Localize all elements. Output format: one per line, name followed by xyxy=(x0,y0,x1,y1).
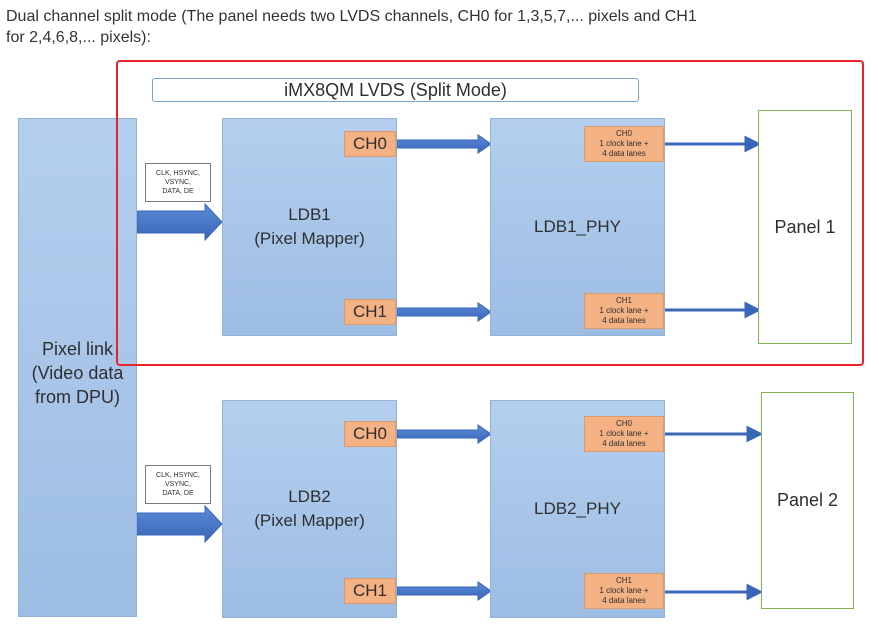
ch0-arrow-ldb1 xyxy=(396,134,492,154)
ldb1-phy-ch0-line2: 4 data lanes xyxy=(602,149,646,158)
input-arrow-ldb1 xyxy=(136,202,223,242)
ldb2-phy-ch1-line1: 1 clock lane + xyxy=(599,586,649,595)
signals-line-3: DATA, DE xyxy=(162,490,194,497)
panel-1: Panel 1 xyxy=(758,110,852,344)
ldb2-phy-ch1-name: CH1 xyxy=(615,576,632,585)
ldb1-phy-ch1-line2: 4 data lanes xyxy=(602,316,646,325)
panel-2-label: Panel 2 xyxy=(776,490,839,510)
ldb1-subtitle: (Pixel Mapper) xyxy=(254,229,365,248)
ldb2-phy-ch0: CH0 1 clock lane + 4 data lanes xyxy=(584,416,664,452)
ldb2-phy-ch0-line1: 1 clock lane + xyxy=(599,429,649,438)
ldb1-phy-label: LDB1_PHY xyxy=(534,217,621,236)
ldb1-phy-ch1: CH1 1 clock lane + 4 data lanes xyxy=(584,293,664,329)
ldb2-phy-ch0-line2: 4 data lanes xyxy=(602,439,646,448)
imx8qm-lvds-title: iMX8QM LVDS (Split Mode) xyxy=(152,78,639,102)
signals-line-3: DATA, DE xyxy=(162,188,194,195)
ldb1-name: LDB1 xyxy=(288,205,331,224)
input-arrow-ldb2 xyxy=(136,504,223,544)
highlight-box xyxy=(116,60,864,366)
ldb2-phy-ch1: CH1 1 clock lane + 4 data lanes xyxy=(584,573,664,609)
ldb1-phy-ch0-line1: 1 clock lane + xyxy=(599,139,649,148)
pixel-link-label: Pixel link (Video data from DPU) xyxy=(19,337,136,409)
signals-label-2: CLK, HSYNC, VSYNC, DATA, DE xyxy=(145,465,211,504)
ldb2-phy-ch0-name: CH0 xyxy=(615,419,632,428)
caption-line-1: Dual channel split mode (The panel needs… xyxy=(6,8,697,25)
ldb2-phy-ch1-line2: 4 data lanes xyxy=(602,596,646,605)
ldb1-phy-ch0-name: CH0 xyxy=(615,129,632,138)
signals-line-2: VSYNC, xyxy=(164,481,192,488)
ldb2-ch0: CH0 xyxy=(344,421,396,447)
ch0-arrow-ldb2 xyxy=(396,424,492,444)
panel-1-label: Panel 1 xyxy=(774,216,836,237)
signals-line-1: CLK, HSYNC, xyxy=(156,170,200,177)
ldb2-subtitle: (Pixel Mapper) xyxy=(254,511,365,530)
ldb1-phy-ch0: CH0 1 clock lane + 4 data lanes xyxy=(584,126,664,162)
signals-line-1: CLK, HSYNC, xyxy=(156,472,200,479)
pixel-link-line-1: Pixel link xyxy=(41,339,114,359)
ldb2-ch1: CH1 xyxy=(344,578,396,604)
ldb1-ch0: CH0 xyxy=(344,131,396,157)
pixel-link-line-3: from DPU) xyxy=(35,387,120,407)
ldb2-name: LDB2 xyxy=(288,487,331,506)
ldb1-ch1: CH1 xyxy=(344,299,396,325)
phy-to-panel-arrows xyxy=(665,135,764,601)
signals-label-1: CLK, HSYNC, VSYNC, DATA, DE xyxy=(145,163,211,202)
caption-line-2: for 2,4,6,8,... pixels): xyxy=(6,29,151,46)
panel-2: Panel 2 xyxy=(761,392,854,609)
ldb1-phy-ch1-name: CH1 xyxy=(615,296,632,305)
ldb2-phy-label: LDB2_PHY xyxy=(534,499,621,518)
signals-line-2: VSYNC, xyxy=(164,179,192,186)
ch1-arrow-ldb1 xyxy=(396,302,492,322)
ldb1-phy-ch1-line1: 1 clock lane + xyxy=(599,306,649,315)
ch1-arrow-ldb2 xyxy=(396,581,492,601)
caption: Dual channel split mode (The panel needs… xyxy=(6,6,866,48)
pixel-link-line-2: (Video data xyxy=(31,363,124,383)
